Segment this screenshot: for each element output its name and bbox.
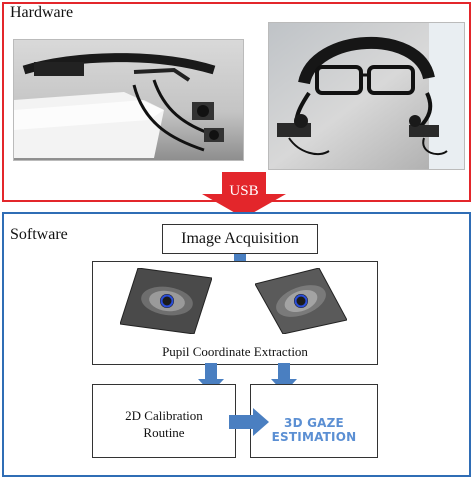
headset-side-illustration — [14, 40, 243, 160]
usb-arrow-icon — [202, 172, 286, 218]
right-arrow-icon — [229, 408, 269, 436]
calibration-label-line2: Routine — [143, 425, 185, 440]
usb-label: USB — [229, 183, 259, 199]
eye-image-icon — [254, 267, 348, 335]
hardware-title: Hardware — [10, 4, 74, 21]
software-title: Software — [10, 226, 68, 243]
pupil-extraction-label: Pupil Coordinate Extraction — [162, 344, 308, 359]
image-acquisition-label: Image Acquisition — [181, 230, 299, 247]
gaze-estimation-label: 3D GAZE ESTIMATION — [271, 416, 357, 444]
headset-photo-front — [268, 22, 465, 170]
headset-front-illustration — [269, 23, 464, 169]
calibration-box: 2D Calibration Routine — [92, 384, 236, 458]
eye-image-icon — [119, 267, 213, 335]
headset-photo-side — [13, 39, 244, 161]
image-acquisition-box: Image Acquisition — [162, 224, 318, 254]
gaze-estimation-box: 3D GAZE ESTIMATION — [250, 384, 378, 458]
calibration-label-line1: 2D Calibration — [125, 408, 203, 423]
